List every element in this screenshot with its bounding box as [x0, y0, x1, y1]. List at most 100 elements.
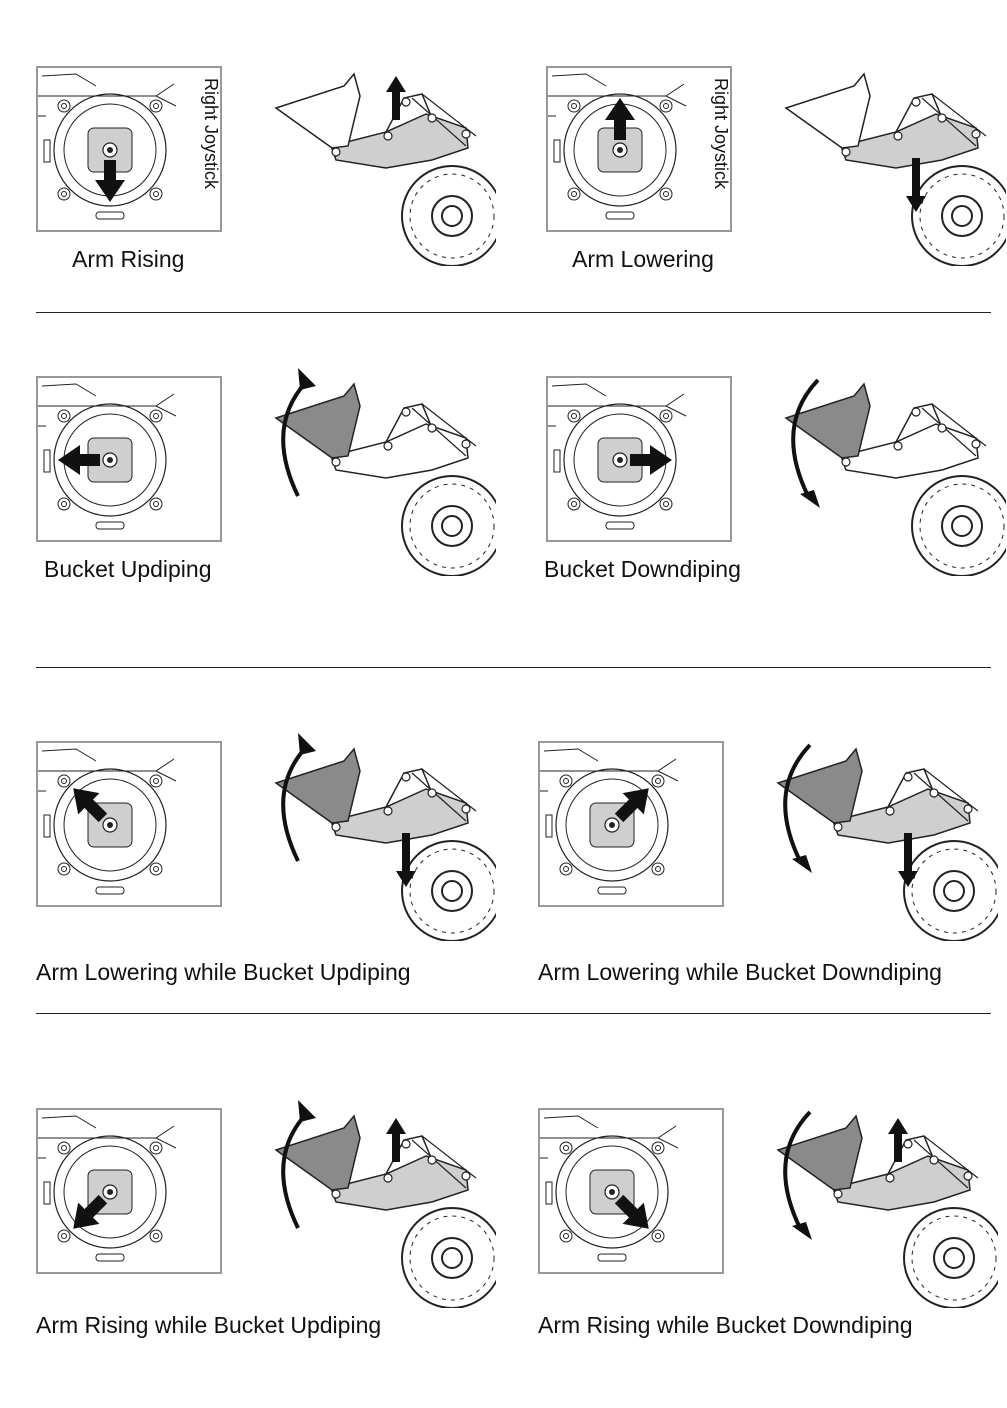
wheel-rim [942, 196, 982, 236]
pin [972, 130, 980, 138]
screw [568, 188, 580, 200]
screw [150, 863, 162, 875]
screw [560, 775, 572, 787]
trim-switch [598, 887, 626, 894]
panel-arm-rising: Right Joystick Arm Rising [36, 66, 506, 366]
side-switch [554, 450, 560, 472]
screw [660, 100, 672, 112]
loader-diagram [746, 346, 1006, 576]
panel-arm-lowering-bucket-updiping: Arm Lowering while Bucket Updiping [36, 741, 506, 1041]
pin [938, 114, 946, 122]
caption: Arm Rising [72, 246, 184, 273]
trim-switch [96, 522, 124, 529]
screw [568, 498, 580, 510]
joystick-diagram [538, 741, 724, 907]
wheel-rim [934, 1238, 974, 1278]
joystick-diagram [36, 1108, 222, 1274]
divider [36, 667, 991, 668]
pin [834, 823, 842, 831]
screw [58, 100, 70, 112]
pin [428, 424, 436, 432]
wheel-rim [942, 506, 982, 546]
bucket [276, 74, 360, 148]
pin [904, 1140, 912, 1148]
screw [568, 100, 580, 112]
screw [58, 188, 70, 200]
bucket [778, 749, 862, 823]
screw [150, 1142, 162, 1154]
pin [402, 773, 410, 781]
screw [58, 1230, 70, 1242]
trim-switch [96, 212, 124, 219]
joystick-diagram [546, 376, 732, 542]
pin [930, 789, 938, 797]
pin [332, 823, 340, 831]
arrow-icon [386, 1118, 406, 1162]
bucket [276, 384, 360, 458]
pin [402, 98, 410, 106]
screw [150, 498, 162, 510]
pin [904, 773, 912, 781]
loader-diagram [236, 711, 496, 941]
loader-diagram [236, 36, 496, 266]
pin [964, 805, 972, 813]
screw [652, 863, 664, 875]
bucket-down-curve-arrow [785, 1112, 812, 1240]
caption: Arm Lowering while Bucket Downdiping [538, 959, 942, 986]
screw [660, 410, 672, 422]
wheel-rim [432, 1238, 472, 1278]
arrow-head [792, 1222, 812, 1240]
arm-up-arrow [888, 1118, 908, 1162]
caption: Arm Rising while Bucket Updiping [36, 1312, 381, 1339]
screw [560, 1142, 572, 1154]
trim-switch [96, 887, 124, 894]
bucket [276, 1116, 360, 1190]
pin [332, 148, 340, 156]
pin [462, 805, 470, 813]
bucket [778, 1116, 862, 1190]
screw [652, 1142, 664, 1154]
right-joystick-label: Right Joystick [198, 78, 222, 218]
joystick-diagram [538, 1108, 724, 1274]
stick-dot [609, 1189, 615, 1195]
loader-diagram [236, 346, 496, 576]
pin [930, 1156, 938, 1164]
pin [384, 132, 392, 140]
bucket [786, 74, 870, 148]
loader-diagram [738, 711, 998, 941]
pin [428, 789, 436, 797]
screw [660, 188, 672, 200]
caption: Bucket Updiping [44, 556, 212, 583]
pin [938, 424, 946, 432]
screw [150, 100, 162, 112]
pin [332, 458, 340, 466]
arm-up-arrow [386, 76, 406, 120]
pin [964, 1172, 972, 1180]
caption: Arm Lowering while Bucket Updiping [36, 959, 411, 986]
panel-arm-lowering: Right Joystick Arm Lowering [546, 66, 1007, 366]
pin [912, 408, 920, 416]
screw [560, 1230, 572, 1242]
pin [384, 1174, 392, 1182]
pin [886, 807, 894, 815]
arrow-head [298, 733, 316, 755]
arrow-icon [386, 76, 406, 120]
caption: Bucket Downdiping [544, 556, 741, 583]
loader-diagram [236, 1078, 496, 1308]
pin [842, 148, 850, 156]
pin [912, 98, 920, 106]
joystick-diagram [36, 741, 222, 907]
pin [462, 1172, 470, 1180]
stick-dot [617, 147, 623, 153]
panel-arm-rising-bucket-downdiping: Arm Rising while Bucket Downdiping [538, 1108, 1007, 1408]
pin [384, 442, 392, 450]
stick-dot [609, 822, 615, 828]
pin [894, 132, 902, 140]
side-switch [44, 815, 50, 837]
joystick-diagram [36, 376, 222, 542]
screw [150, 1230, 162, 1242]
side-switch [554, 140, 560, 162]
pin [886, 1174, 894, 1182]
arrow-head [298, 368, 316, 390]
arrow-head [792, 855, 812, 873]
